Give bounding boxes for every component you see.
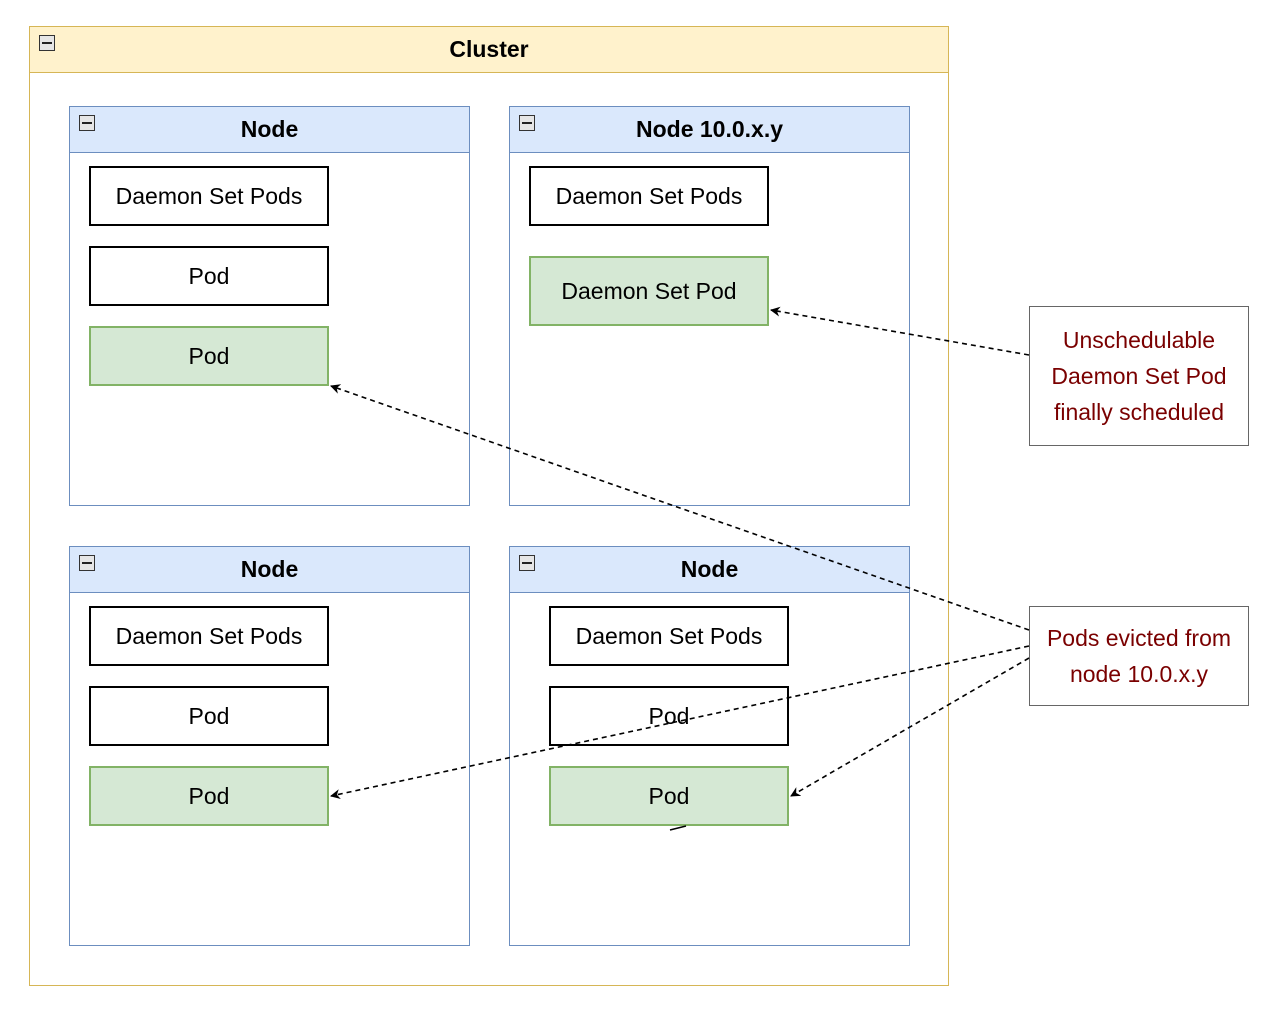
node-header: Node (70, 547, 469, 593)
node-header: Node (510, 547, 909, 593)
arrow-evicted-to-bottom-left-pod (330, 645, 1030, 799)
node-title: Node (240, 556, 299, 582)
collapse-icon[interactable] (39, 35, 55, 51)
rescheduled-pod-box[interactable]: Pod (549, 766, 789, 826)
pod-box[interactable]: Pod (549, 686, 789, 746)
rescheduled-pod-box[interactable]: Pod (89, 326, 329, 386)
node-header: Node (70, 107, 469, 153)
evicted-note[interactable]: Pods evicted from node 10.0.x.y (1029, 606, 1249, 706)
collapse-icon[interactable] (79, 115, 95, 131)
arrow-evicted-to-bottom-right-pod (790, 657, 1030, 797)
cluster-header: Cluster (30, 27, 948, 73)
arrow-evicted-to-top-left-pod (330, 384, 1030, 631)
arrow-unschedulable-to-daemon-pod (770, 306, 1030, 356)
node-header: Node 10.0.x.y (510, 107, 909, 153)
unschedulable-note[interactable]: Unschedulable Daemon Set Pod finally sch… (1029, 306, 1249, 446)
daemon-set-pods-box[interactable]: Daemon Set Pods (89, 166, 329, 226)
node-title: Node 10.0.x.y (635, 116, 784, 142)
daemon-set-pods-box[interactable]: Daemon Set Pods (549, 606, 789, 666)
connector-stub (669, 825, 687, 831)
pod-box[interactable]: Pod (89, 246, 329, 306)
daemon-set-pods-box[interactable]: Daemon Set Pods (89, 606, 329, 666)
cluster-title: Cluster (449, 36, 529, 62)
daemon-set-pods-box[interactable]: Daemon Set Pods (529, 166, 769, 226)
pod-box[interactable]: Pod (89, 686, 329, 746)
node-title: Node (240, 116, 299, 142)
node-title: Node (680, 556, 739, 582)
collapse-icon[interactable] (519, 115, 535, 131)
daemon-set-pod-box[interactable]: Daemon Set Pod (529, 256, 769, 326)
collapse-icon[interactable] (79, 555, 95, 571)
collapse-icon[interactable] (519, 555, 535, 571)
rescheduled-pod-box[interactable]: Pod (89, 766, 329, 826)
